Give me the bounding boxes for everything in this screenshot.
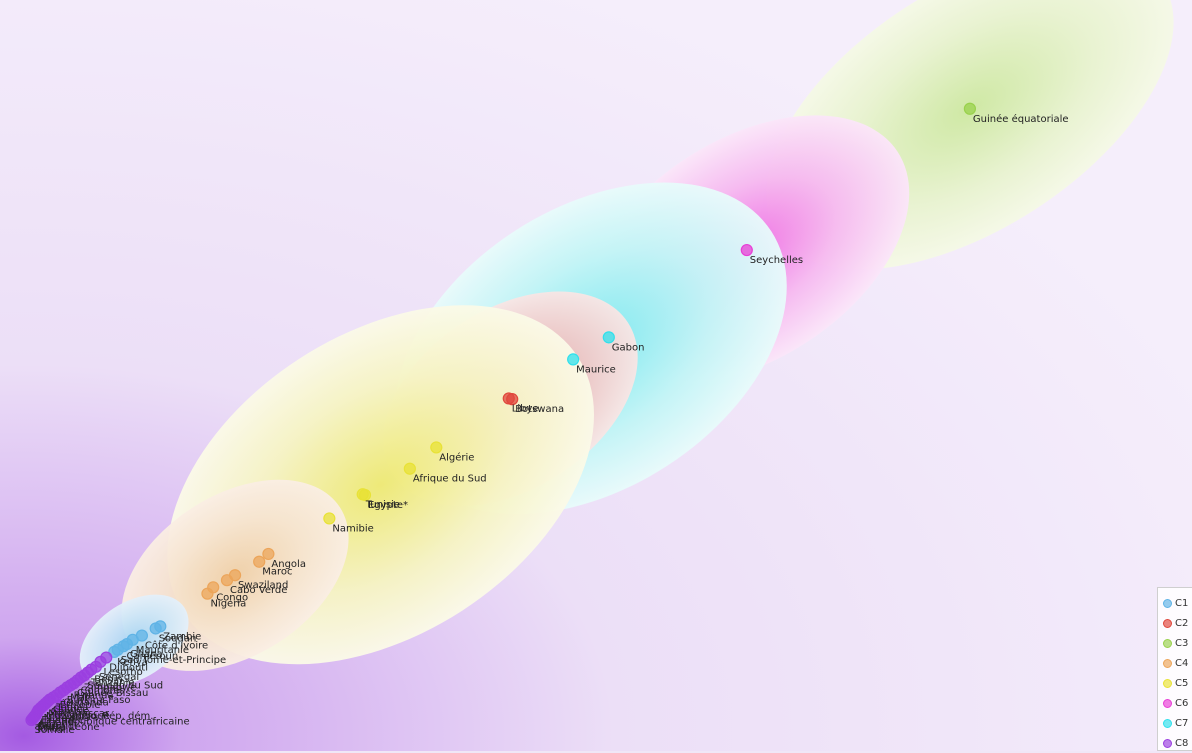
point-label: Egypte* [368, 500, 408, 511]
point-label: Soudan [159, 633, 197, 644]
legend-swatch [1163, 638, 1172, 648]
point-label: Niger [39, 719, 67, 730]
data-point[interactable] [602, 331, 615, 344]
legend-item-c4[interactable]: C4 [1158, 653, 1192, 673]
point-label: Malawi [44, 713, 79, 724]
point-label: Gambie [51, 707, 90, 718]
legend-item-c6[interactable]: C6 [1158, 693, 1192, 713]
point-label: Nigeria [210, 599, 246, 610]
point-label: Congo, Rép. dém. [64, 710, 153, 722]
legend-label: C1 [1175, 597, 1189, 609]
legend-swatch [1163, 618, 1172, 628]
point-label: Ouganda [63, 697, 109, 708]
point-label: Côte d'Ivoire [145, 640, 208, 652]
point-label: Tanzanie [90, 677, 135, 688]
data-point[interactable] [323, 512, 336, 525]
data-point[interactable] [403, 462, 416, 475]
point-label: Namibie [332, 523, 373, 534]
legend-swatch [1163, 598, 1172, 608]
point-label: Maurice [576, 364, 616, 375]
point-label: Kenya [117, 657, 148, 668]
point-label: Bénin [94, 674, 122, 686]
point-label: Sao Tomé-et-Principe [121, 654, 226, 666]
data-point[interactable] [220, 574, 234, 587]
point-label: Mauritanie [136, 645, 189, 656]
point-label: Mali [70, 692, 90, 703]
point-label: Gabon [612, 342, 645, 353]
legend-label: C5 [1175, 677, 1189, 689]
point-label: Djibouti [109, 663, 148, 674]
legend-item-c8[interactable]: C8 [1158, 733, 1192, 753]
point-label: Libye [512, 403, 539, 414]
point-label: Cameroun [127, 651, 179, 662]
point-label: Lesotho [104, 667, 143, 678]
point-label: Tchad [35, 724, 65, 735]
data-point[interactable] [506, 393, 519, 406]
point-label: Zimbabwe [84, 682, 137, 693]
legend-label: C2 [1175, 617, 1189, 629]
point-label: Éthiopie [60, 698, 101, 711]
point-label: Sierra Leone [37, 722, 100, 733]
data-point[interactable] [201, 587, 214, 600]
legend-item-c2[interactable]: C2 [1158, 613, 1192, 633]
data-point[interactable] [430, 441, 443, 454]
point-label: Cabo Verde [230, 585, 287, 596]
data-point[interactable] [25, 713, 38, 727]
point-label: Sénégal [99, 671, 139, 683]
point-label: Libéria [40, 716, 74, 728]
legend-item-c7[interactable]: C7 [1158, 713, 1192, 733]
point-label: Tunisie [365, 499, 400, 510]
point-label: Congo [216, 592, 248, 603]
data-point[interactable] [358, 488, 372, 502]
point-label: Madagascar [48, 709, 110, 720]
point-label: Ghana [130, 649, 163, 660]
point-label: Afrique du Sud [413, 474, 487, 485]
point-label: Guinée équatoriale [973, 113, 1069, 125]
legend-label: C8 [1175, 737, 1189, 749]
data-point[interactable] [149, 622, 162, 635]
point-labels: Guinée équatorialeSeychellesGabonMaurice… [35, 113, 1069, 736]
point-label: Burkina Faso [67, 695, 131, 706]
data-point[interactable] [51, 705, 65, 718]
point-label: Burundi [38, 721, 77, 732]
data-point[interactable] [262, 547, 275, 561]
legend-swatch [1163, 678, 1172, 688]
point-label: Rwanda [74, 690, 114, 701]
data-points [25, 102, 977, 727]
point-label: Mozambique [46, 711, 110, 722]
point-label: République centrafricaine [61, 716, 190, 728]
point-label: Seychelles [750, 255, 803, 266]
legend-swatch [1163, 698, 1172, 708]
point-label: Swaziland [238, 580, 288, 591]
legend-label: C3 [1175, 637, 1189, 649]
point-label: Guinée [53, 703, 89, 715]
legend-item-c1[interactable]: C1 [1158, 593, 1192, 613]
legend-swatch [1163, 738, 1172, 748]
data-point[interactable] [567, 353, 580, 366]
point-label: Botswana [515, 404, 564, 415]
legend-swatch [1163, 658, 1172, 668]
legend-item-c5[interactable]: C5 [1158, 673, 1192, 693]
legend-item-c3[interactable]: C3 [1158, 633, 1192, 653]
data-point[interactable] [963, 102, 977, 115]
point-label: Somalie [35, 725, 75, 736]
legend-label: C7 [1175, 717, 1189, 729]
point-label: Maroc [262, 567, 292, 578]
legend-swatch [1163, 718, 1172, 728]
data-point[interactable] [253, 555, 266, 568]
legend-label: C6 [1175, 697, 1189, 709]
data-point[interactable] [740, 243, 753, 257]
point-label: Érythrée [41, 713, 84, 726]
point-label: Soudan du Sud [87, 680, 163, 691]
point-label: Togo [55, 702, 79, 713]
point-label: Guinée-Bissau [77, 687, 148, 699]
legend-label: C4 [1175, 657, 1189, 669]
point-label: Zambie [163, 631, 201, 642]
point-label: Angola [271, 559, 306, 570]
point-label: Algérie [439, 451, 474, 463]
point-label: Comores [81, 685, 125, 696]
